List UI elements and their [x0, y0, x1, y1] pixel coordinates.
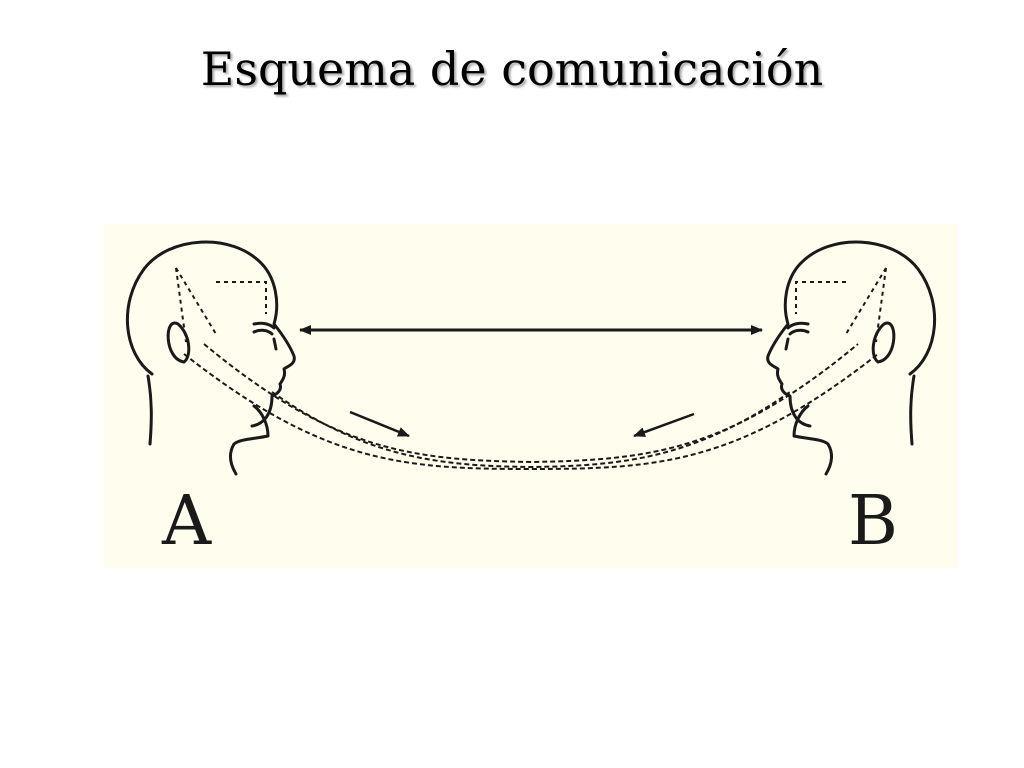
person-a-label: A — [162, 482, 212, 561]
arrow-b-to-a — [633, 412, 695, 438]
person-a-brain-pathway — [175, 267, 267, 343]
person-a-head — [125, 240, 296, 476]
diagram-background — [104, 224, 958, 568]
person-b-brain-pathway — [795, 267, 887, 343]
communication-diagram — [104, 224, 958, 568]
arrow-a-to-b — [349, 410, 410, 438]
diagram-canvas — [104, 224, 958, 568]
person-b-label: B — [848, 482, 898, 561]
communication-curves — [183, 343, 879, 471]
slide-title: Esquema de comunicación — [200, 42, 824, 96]
person-b-head — [766, 240, 937, 476]
